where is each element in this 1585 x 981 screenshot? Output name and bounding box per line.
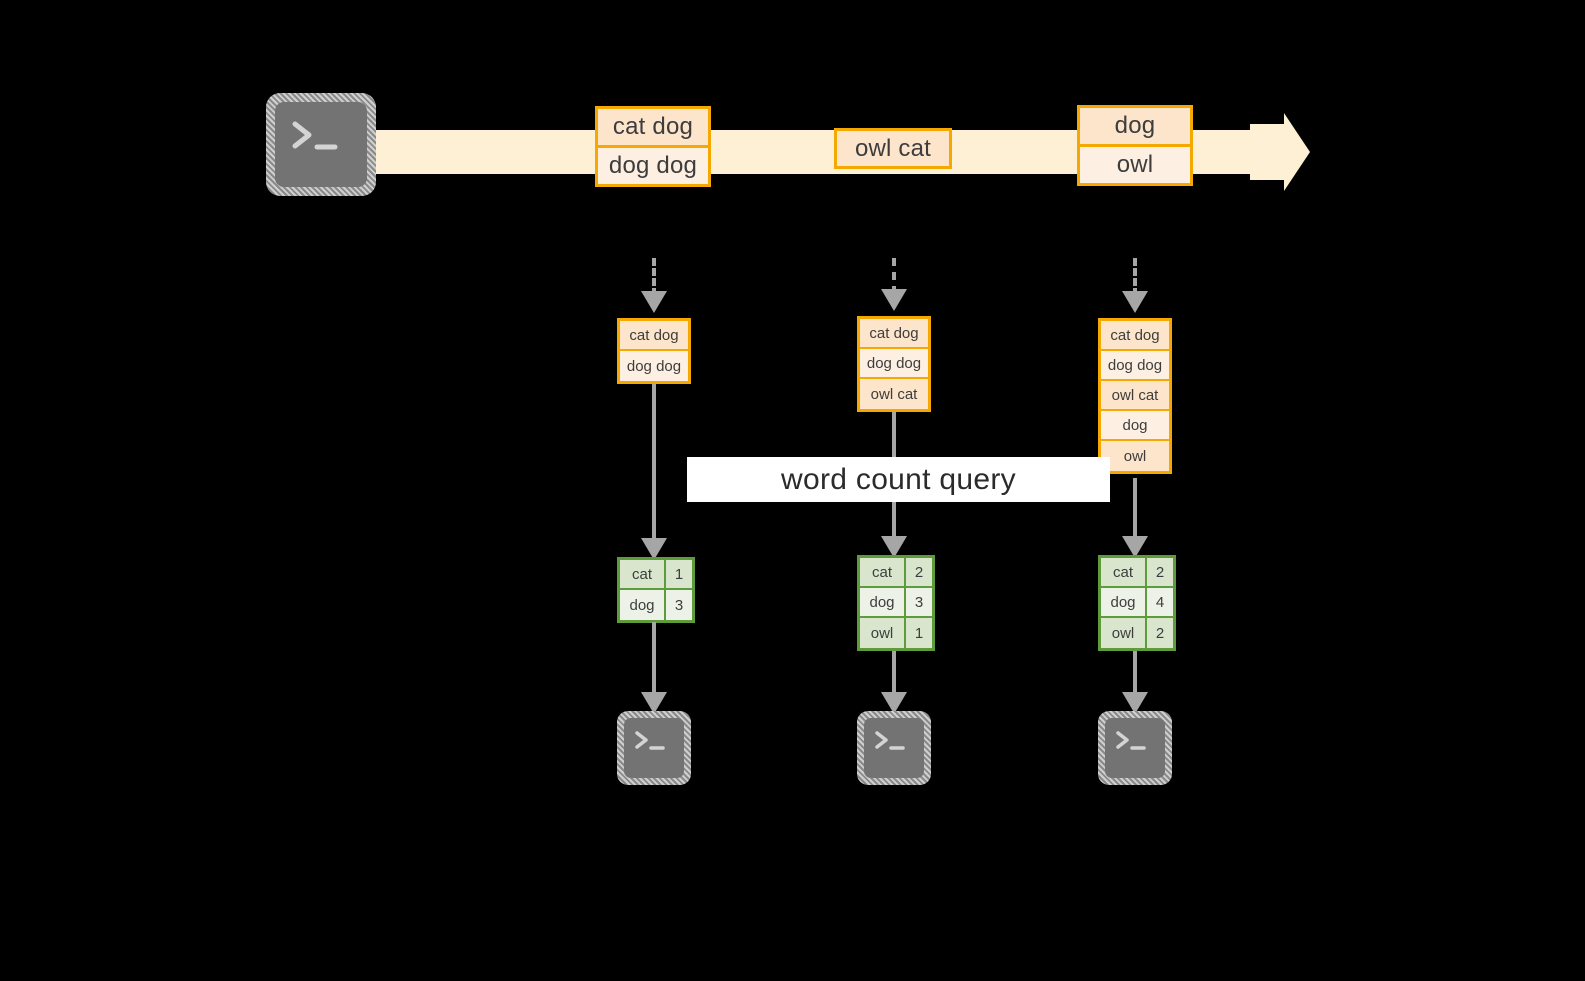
query-label: word count query: [687, 457, 1110, 502]
result-count: 3: [906, 588, 932, 616]
result-table: cat 1 dog 3: [617, 557, 695, 623]
sink-terminal-icon: [617, 711, 691, 785]
snapshot-tap-line: [652, 258, 656, 296]
snapshot-tap-line: [1133, 258, 1137, 296]
arrowhead-icon: [881, 536, 907, 558]
sink-connector: [1133, 651, 1137, 697]
query-connector: [1133, 478, 1137, 546]
table-row: cat 2: [1101, 558, 1173, 588]
arrowhead-icon: [881, 692, 907, 714]
state-stack: cat dog dog dog: [617, 318, 691, 384]
arrowhead-icon: [881, 289, 907, 311]
sink-connector: [652, 622, 656, 697]
state-stack: cat dog dog dog owl cat: [857, 316, 931, 412]
arrowhead-icon: [1122, 536, 1148, 558]
table-row: cat 1: [620, 560, 692, 590]
arrowhead-icon: [1122, 692, 1148, 714]
table-row: owl 2: [1101, 618, 1173, 648]
result-word: cat: [860, 558, 906, 586]
state-row: cat dog: [620, 321, 688, 351]
arrowhead-icon: [1122, 291, 1148, 313]
result-table: cat 2 dog 3 owl 1: [857, 555, 935, 651]
arrowhead-icon: [641, 692, 667, 714]
result-word: dog: [1101, 588, 1147, 616]
stream-message-line: owl: [1077, 144, 1193, 186]
arrowhead-icon: [641, 538, 667, 560]
state-row: cat dog: [1101, 321, 1169, 351]
result-count: 2: [1147, 618, 1173, 648]
state-row: dog dog: [1101, 351, 1169, 381]
stream-message-line: owl cat: [834, 128, 952, 169]
state-row: dog dog: [860, 349, 928, 379]
state-stack: cat dog dog dog owl cat dog owl: [1098, 318, 1172, 474]
result-word: cat: [1101, 558, 1147, 586]
source-terminal-icon: [266, 93, 376, 196]
arrowhead-icon: [641, 291, 667, 313]
stream-message-line: dog: [1077, 105, 1193, 147]
query-connector: [652, 384, 656, 548]
result-count: 2: [1147, 558, 1173, 586]
result-count: 2: [906, 558, 932, 586]
sink-terminal-icon: [857, 711, 931, 785]
state-row: cat dog: [860, 319, 928, 349]
table-row: dog 4: [1101, 588, 1173, 618]
stream-message-line: dog dog: [595, 145, 711, 187]
state-row: dog: [1101, 411, 1169, 441]
state-row: owl cat: [1101, 381, 1169, 411]
table-row: dog 3: [860, 588, 932, 618]
result-word: owl: [860, 618, 906, 648]
state-row: owl cat: [860, 379, 928, 409]
table-row: dog 3: [620, 590, 692, 620]
stream-message-line: cat dog: [595, 106, 711, 148]
result-count: 4: [1147, 588, 1173, 616]
state-row: dog dog: [620, 351, 688, 381]
snapshot-tap-line: [892, 258, 896, 294]
table-row: cat 2: [860, 558, 932, 588]
result-count: 1: [906, 618, 932, 648]
stream-arrow-icon: [1250, 113, 1310, 191]
result-word: dog: [860, 588, 906, 616]
result-word: owl: [1101, 618, 1147, 648]
table-row: owl 1: [860, 618, 932, 648]
result-word: dog: [620, 590, 666, 620]
state-row: owl: [1101, 441, 1169, 471]
result-count: 1: [666, 560, 692, 588]
sink-terminal-icon: [1098, 711, 1172, 785]
result-word: cat: [620, 560, 666, 588]
result-count: 3: [666, 590, 692, 620]
sink-connector: [892, 651, 896, 697]
result-table: cat 2 dog 4 owl 2: [1098, 555, 1176, 651]
